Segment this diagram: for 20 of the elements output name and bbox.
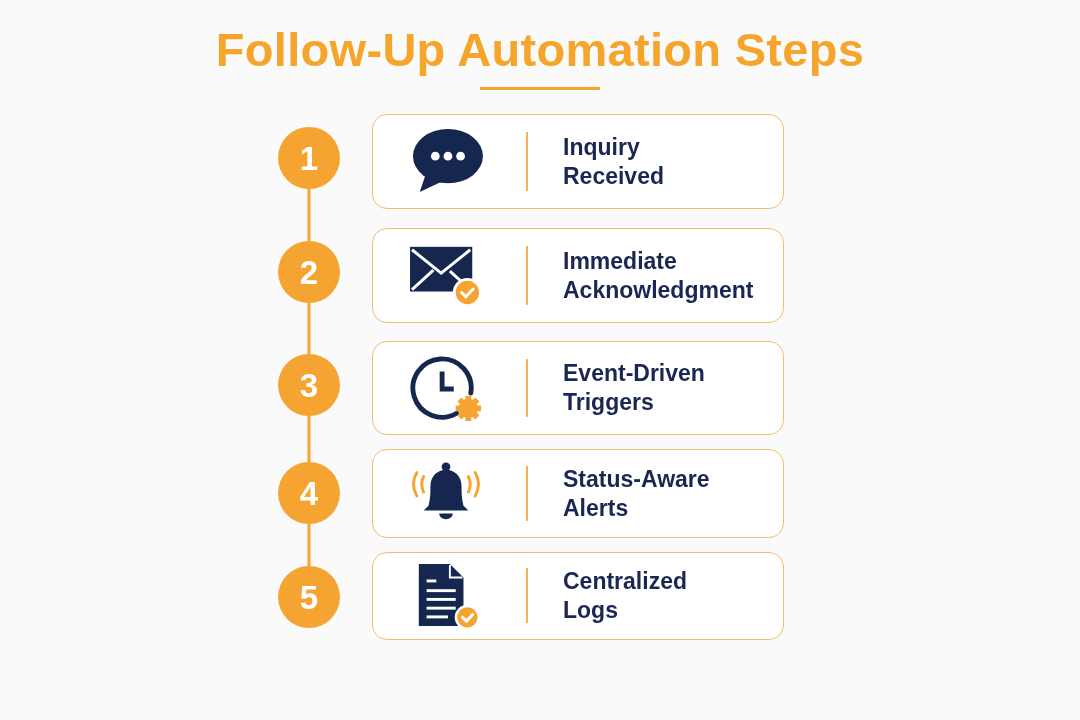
step-number: 3 [299, 368, 319, 402]
step-card [372, 552, 784, 640]
step-card [372, 228, 784, 323]
connector-line [307, 189, 311, 241]
step-number: 5 [299, 580, 319, 614]
step-card [372, 114, 784, 209]
step-card [372, 449, 784, 538]
step-label: Status-Aware Alerts [563, 464, 711, 523]
step-label: Inquiry Received [563, 132, 665, 191]
step-label: Centralized Logs [563, 566, 688, 625]
connector-line [307, 524, 311, 566]
connector-line [307, 416, 311, 462]
title: Follow-Up Automation Steps [215, 23, 865, 76]
step-label: Event-Driven Triggers [563, 358, 706, 417]
step-number: 4 [299, 476, 319, 510]
step-number: 1 [299, 141, 319, 175]
connector-line [307, 303, 311, 354]
step-card [372, 341, 784, 435]
step-number: 2 [299, 255, 319, 289]
step-label: Immediate Acknowledgment [563, 246, 755, 305]
